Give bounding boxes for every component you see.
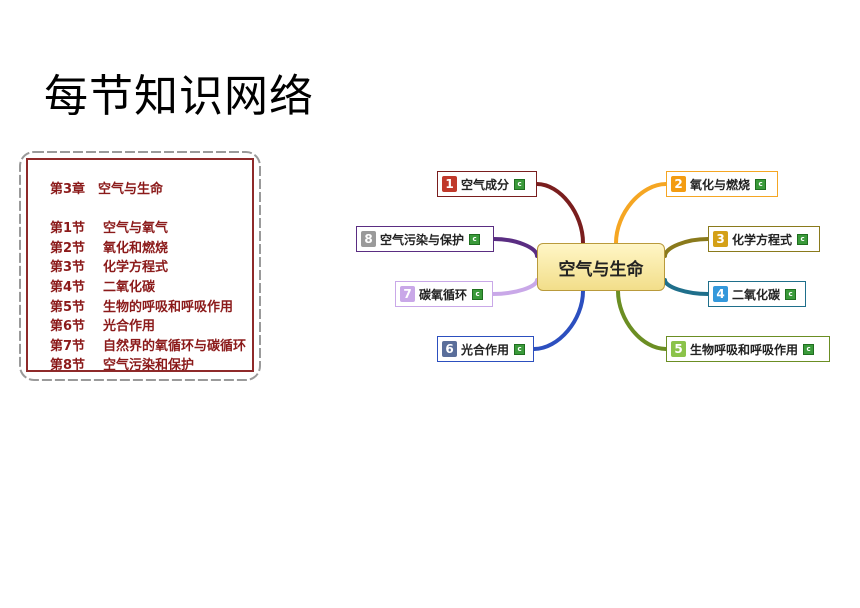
branch-label: 二氧化碳	[732, 287, 781, 302]
branch-connector-5	[616, 289, 668, 351]
branch-connector-2	[614, 182, 668, 245]
branch-node-4[interactable]: 4 二氧化碳 c	[708, 281, 806, 307]
branch-node-6[interactable]: 6 光合作用 c	[437, 336, 534, 362]
branch-label: 空气污染与保护	[380, 232, 465, 247]
branch-number-badge: 8	[361, 231, 376, 247]
note-icon[interactable]: c	[755, 178, 767, 190]
outline-item: 第8节空气污染和保护	[50, 358, 195, 374]
outline-item: 第4节二氧化碳	[50, 279, 156, 295]
branch-connector-6	[532, 289, 585, 351]
outline-box: 第3章 空气与生命 第1节空气与氧气 第2节氧化和燃烧 第3节化学方程式 第4节…	[26, 158, 254, 373]
branch-connector-7	[491, 278, 539, 296]
branch-label: 化学方程式	[732, 232, 793, 247]
branch-connector-4	[663, 278, 710, 296]
branch-label: 空气成分	[461, 177, 510, 192]
page-title: 每节知识网络	[44, 71, 314, 122]
outline-item: 第1节空气与氧气	[50, 221, 169, 237]
chapter-outline: 第3章 空气与生命 第1节空气与氧气 第2节氧化和燃烧 第3节化学方程式 第4节…	[14, 146, 266, 386]
branch-node-3[interactable]: 3 化学方程式 c	[708, 226, 820, 252]
branch-connector-1	[535, 182, 585, 245]
note-icon[interactable]: c	[469, 233, 481, 245]
outline-item: 第7节自然界的氧循环与碳循环	[50, 338, 247, 354]
branch-node-5[interactable]: 5 生物呼吸和呼吸作用 c	[666, 336, 830, 362]
note-icon[interactable]: c	[785, 288, 797, 300]
branch-label: 生物呼吸和呼吸作用	[690, 342, 799, 357]
note-icon[interactable]: c	[472, 288, 484, 300]
outline-item: 第2节氧化和燃烧	[50, 240, 169, 256]
outline-list: 第3章 空气与生命 第1节空气与氧气 第2节氧化和燃烧 第3节化学方程式 第4节…	[50, 180, 246, 376]
mind-map-center[interactable]: 空气与生命	[537, 243, 665, 291]
branch-number-badge: 7	[400, 286, 415, 302]
branch-number-badge: 1	[442, 176, 457, 192]
branch-node-2[interactable]: 2 氧化与燃烧 c	[666, 171, 778, 197]
branch-node-7[interactable]: 7 碳氧循环 c	[395, 281, 493, 307]
branch-connector-8	[492, 237, 539, 258]
note-icon[interactable]: c	[797, 233, 809, 245]
outline-item: 第3节化学方程式	[50, 260, 169, 276]
branch-label: 氧化与燃烧	[690, 177, 751, 192]
branch-number-badge: 5	[671, 341, 686, 357]
note-icon[interactable]: c	[803, 343, 815, 355]
outline-item: 第6节光合作用	[50, 319, 156, 335]
outline-item: 第5节生物的呼吸和呼吸作用	[50, 299, 234, 315]
branch-number-badge: 4	[713, 286, 728, 302]
branch-node-8[interactable]: 8 空气污染与保护 c	[356, 226, 494, 252]
branch-number-badge: 6	[442, 341, 457, 357]
branch-number-badge: 3	[713, 231, 728, 247]
note-icon[interactable]: c	[514, 343, 526, 355]
note-icon[interactable]: c	[514, 178, 526, 190]
outline-chapter: 第3章 空气与生命	[50, 182, 164, 197]
branch-label: 光合作用	[461, 342, 510, 357]
branch-connector-3	[663, 237, 710, 258]
branch-node-1[interactable]: 1 空气成分 c	[437, 171, 537, 197]
branch-number-badge: 2	[671, 176, 686, 192]
branch-label: 碳氧循环	[419, 287, 468, 302]
